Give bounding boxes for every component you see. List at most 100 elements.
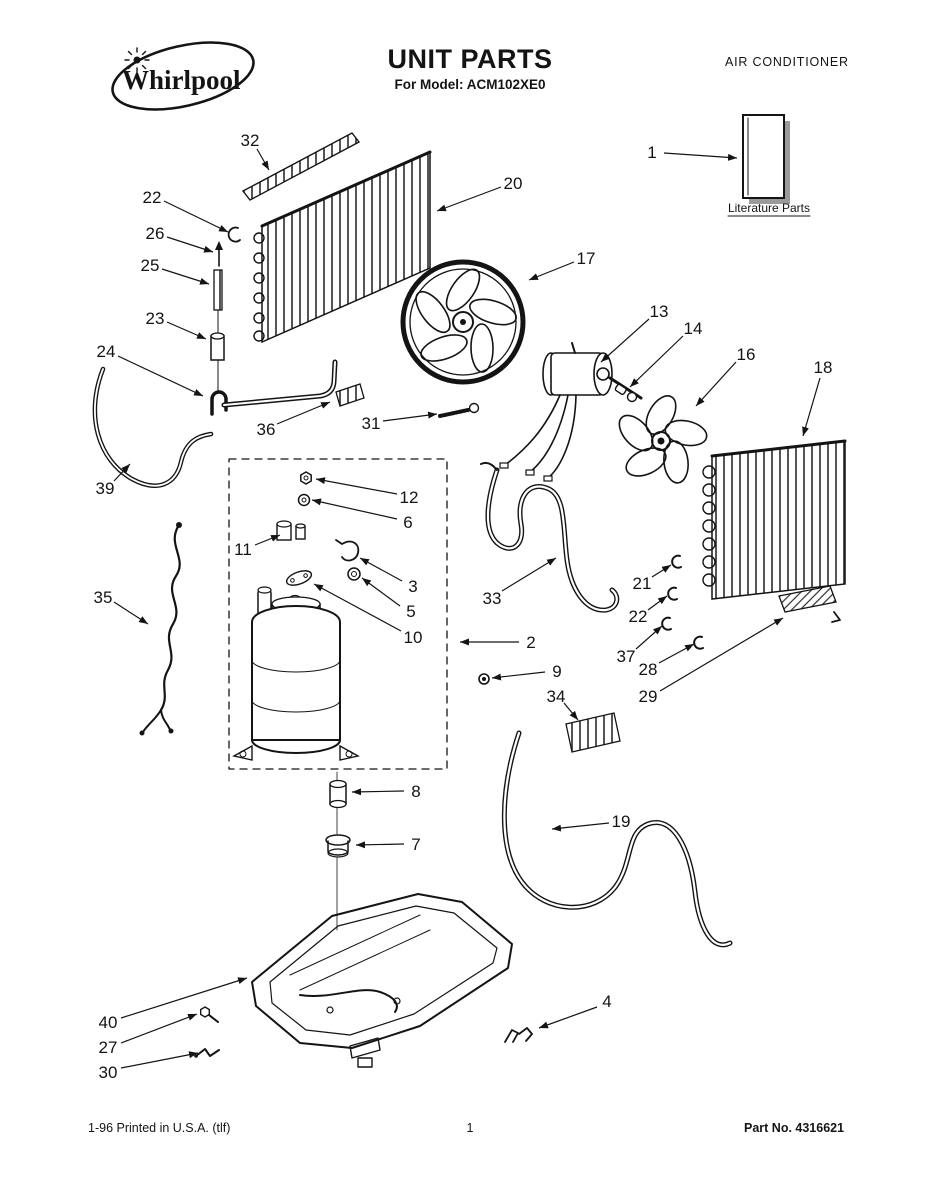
clip-22 <box>227 226 241 243</box>
leader-line <box>311 498 398 520</box>
leader-line <box>658 643 695 664</box>
wire-harness-35 <box>139 522 182 736</box>
clip-22-right <box>667 586 678 601</box>
callout-label: 11 <box>234 540 252 559</box>
fan-blade-16 <box>618 395 708 484</box>
condenser-coil-20 <box>253 150 432 344</box>
leader-line <box>120 1013 198 1044</box>
leader-line <box>163 200 229 233</box>
callout-6: 6 <box>311 498 413 532</box>
callout-label: 2 <box>526 633 535 652</box>
callout-label: 30 <box>99 1063 118 1082</box>
leader-line <box>659 617 784 692</box>
callout-label: 35 <box>94 588 113 607</box>
leader-line <box>359 557 403 582</box>
callout-label: 34 <box>547 687 566 706</box>
callout-label: 16 <box>737 345 756 364</box>
callout-21: 21 <box>633 564 672 593</box>
leader-line <box>166 236 214 253</box>
literature-label: Literature Parts <box>728 201 810 215</box>
starburst-icon <box>124 47 150 73</box>
leader-line <box>563 702 579 721</box>
leader-line <box>600 318 650 363</box>
cylinder-23 <box>210 332 225 393</box>
callout-label: 1 <box>647 143 656 162</box>
callout-19: 19 <box>551 812 631 832</box>
blower-wheel-17 <box>400 259 526 385</box>
callout-label: 4 <box>602 992 611 1011</box>
callout-label: 22 <box>629 607 648 626</box>
leader-line <box>166 321 207 340</box>
callout-label: 8 <box>411 782 420 801</box>
callout-16: 16 <box>695 345 756 407</box>
callout-27: 27 <box>99 1013 198 1057</box>
leader-line <box>355 841 405 849</box>
callout-22: 22 <box>143 188 229 233</box>
callout-24: 24 <box>97 342 204 397</box>
callout-37: 37 <box>617 625 663 666</box>
leader-line <box>315 477 398 495</box>
callout-12: 12 <box>315 477 419 507</box>
leader-line <box>538 1006 598 1029</box>
callout-33: 33 <box>483 557 557 608</box>
bracket-4 <box>504 1027 533 1043</box>
callout-3: 3 <box>359 557 418 596</box>
callout-label: 39 <box>96 479 115 498</box>
leader-line <box>436 186 502 212</box>
callout-label: 28 <box>639 660 658 679</box>
footer-part-number: Part No. 4316621 <box>744 1121 844 1135</box>
top-rail-32 <box>241 132 361 201</box>
callout-14: 14 <box>629 319 703 388</box>
callout-label: 14 <box>684 319 703 338</box>
callout-39: 39 <box>96 463 131 498</box>
leader-line <box>528 261 575 281</box>
callout-17: 17 <box>528 249 596 281</box>
callout-7: 7 <box>355 835 421 854</box>
callout-36: 36 <box>257 401 331 439</box>
callout-label: 40 <box>99 1013 118 1032</box>
leader-line <box>802 377 821 437</box>
callout-40: 40 <box>99 977 248 1032</box>
callout-label: 12 <box>400 488 419 507</box>
callout-label: 24 <box>97 342 116 361</box>
leader-line <box>695 361 737 407</box>
base-pan-40 <box>251 893 513 1068</box>
leader-line <box>635 625 663 650</box>
callout-2: 2 <box>460 633 536 652</box>
callout-28: 28 <box>639 643 695 679</box>
callout-label: 17 <box>577 249 596 268</box>
grommet-8 <box>329 779 347 809</box>
callout-18: 18 <box>802 358 832 437</box>
callout-label: 10 <box>404 628 423 647</box>
callout-label: 7 <box>411 835 420 854</box>
callout-9: 9 <box>491 662 562 681</box>
callout-26: 26 <box>146 224 214 253</box>
leader-line <box>551 822 610 832</box>
callout-30: 30 <box>99 1051 199 1082</box>
callout-label: 21 <box>633 574 652 593</box>
leader-line <box>161 268 210 285</box>
bracket-wire-39 <box>92 366 214 488</box>
clip-28 <box>693 635 704 650</box>
callout-label: 22 <box>143 188 162 207</box>
screw-31 <box>438 402 480 418</box>
appliance-category: AIR CONDITIONER <box>725 55 849 69</box>
callout-label: 26 <box>146 224 165 243</box>
leader-line <box>254 534 281 546</box>
drain-tube-19 <box>501 730 733 948</box>
callout-label: 19 <box>612 812 631 831</box>
motor-bolt-14 <box>614 383 638 403</box>
leader-line <box>113 463 131 482</box>
leader-line <box>382 411 438 422</box>
leader-line <box>651 564 672 578</box>
callout-label: 5 <box>406 602 415 621</box>
callout-label: 29 <box>639 687 658 706</box>
callout-label: 32 <box>241 131 260 150</box>
leader-line <box>501 557 557 592</box>
compressor-body <box>232 586 360 761</box>
leader-line <box>313 583 402 632</box>
condenser-coil-18 <box>702 439 847 600</box>
